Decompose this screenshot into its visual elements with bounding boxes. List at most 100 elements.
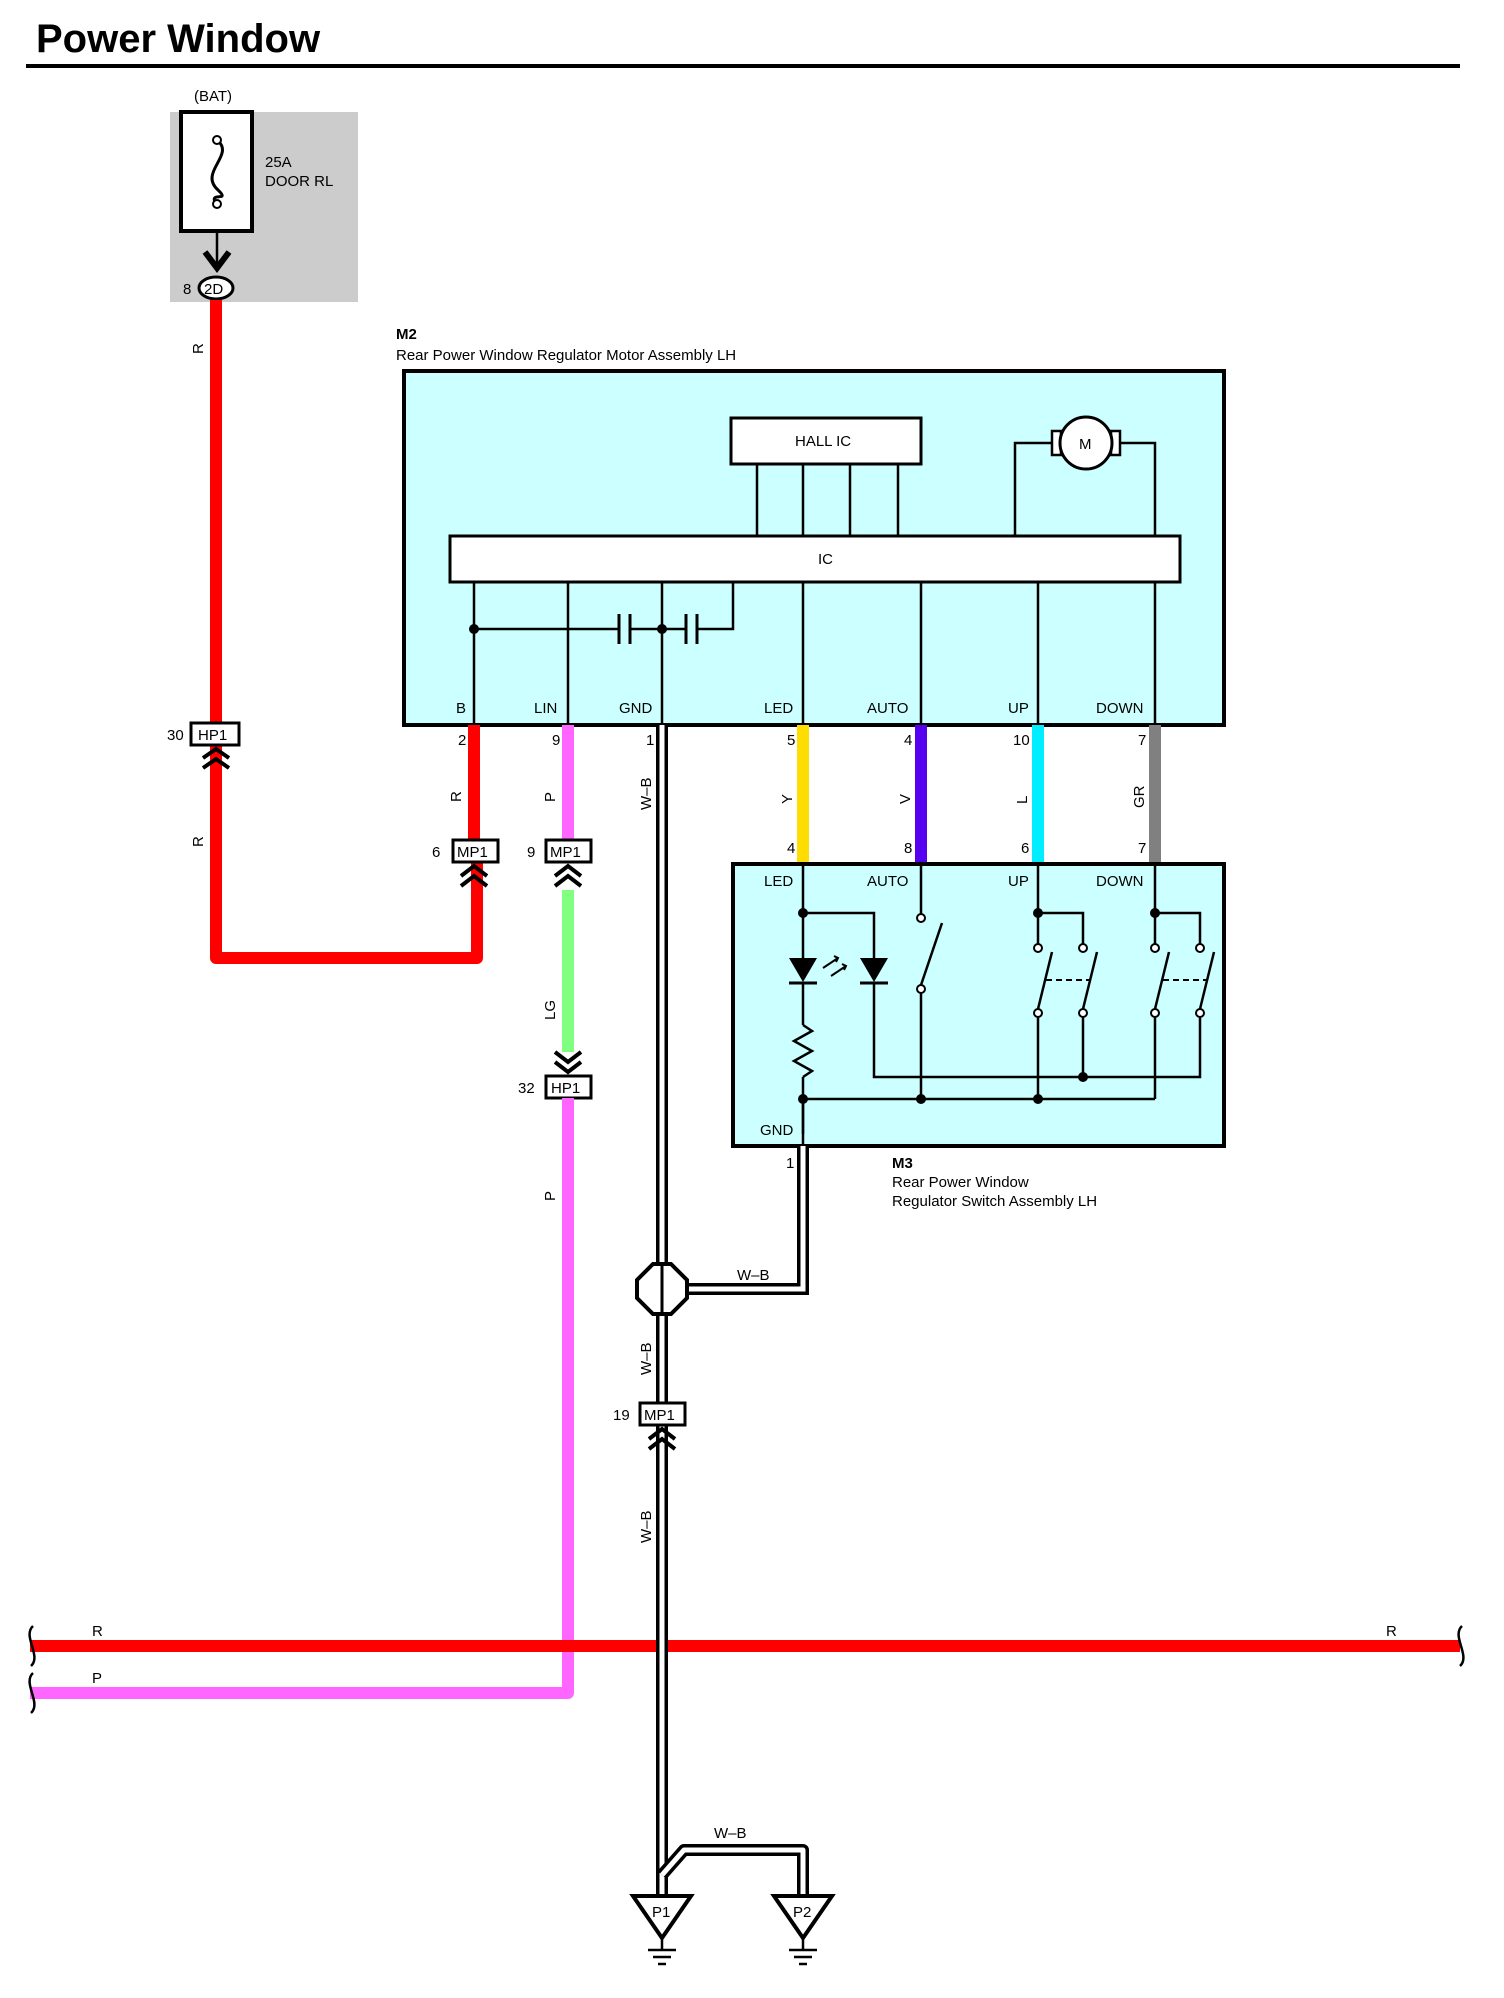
switch-icon (1198, 951, 1216, 1010)
m3-code: M3 (892, 1155, 913, 1172)
m3-terminal-led: LED (764, 873, 793, 890)
m2-name: Rear Power Window Regulator Motor Assemb… (396, 347, 736, 364)
m3-led-circuit (789, 864, 1083, 1134)
m2-pin-down: 7 (1138, 732, 1146, 749)
wire-label-wb-m3: W–B (737, 1267, 770, 1284)
connector-chevron-icon (647, 1426, 677, 1451)
wire-label-r-lower: R (190, 836, 207, 847)
connector-hp1-label: HP1 (198, 727, 227, 744)
m2-pin-b: 2 (458, 732, 466, 749)
connector-chevron-icon (459, 863, 489, 888)
connector-mp1-19-pin: 19 (613, 1407, 630, 1424)
ground-p1: P1 (629, 1894, 695, 1966)
switch-icon (1036, 951, 1054, 1010)
ground-p2-label: P2 (793, 1904, 811, 1921)
hall-ic-label: HALL IC (795, 433, 851, 450)
wire-label-y: Y (779, 794, 796, 804)
m3-name-line2: Regulator Switch Assembly LH (892, 1193, 1097, 1210)
resistor-icon (791, 1023, 815, 1079)
switch-icon (1153, 951, 1171, 1010)
m3-name-line1: Rear Power Window (892, 1174, 1029, 1191)
wires-m2-m3: Y V L GR (779, 725, 1161, 864)
m3-pin-up: 6 (1021, 840, 1029, 857)
connector-hp1-32-label: HP1 (551, 1080, 580, 1097)
m3-box (731, 862, 1226, 1148)
wire-label-p-lin: P (542, 792, 559, 802)
wire-red-loop (210, 300, 483, 964)
m3-down-switch (1083, 864, 1216, 1099)
m2-terminal-gnd: GND (619, 700, 653, 717)
motor-icon: M (1013, 415, 1157, 536)
fuse-name: DOOR RL (265, 173, 333, 190)
m2-pin-led: 5 (787, 732, 795, 749)
wire-label-v: V (897, 794, 914, 804)
m3-terminal-down: DOWN (1096, 873, 1144, 890)
m2-terminal-b: B (456, 700, 466, 717)
fuse-output-arrow (202, 250, 232, 273)
connector-chevron-icon (201, 746, 231, 770)
break-icon (28, 1625, 36, 1667)
m3-gnd-label: GND (760, 1122, 794, 1139)
ground-icon (770, 1894, 836, 1942)
bus-label-p: P (92, 1670, 102, 1687)
component-m3: 4 8 6 7 LED AUTO UP DOWN (731, 840, 1226, 1210)
wire-label-wb-ground: W–B (714, 1825, 747, 1842)
m3-pin-down: 7 (1138, 840, 1146, 857)
m2-pin-lin: 9 (552, 732, 560, 749)
m2-pin-auto: 4 (904, 732, 912, 749)
fuse-terminal-bottom (212, 199, 222, 209)
connector-hp1-30: HP1 30 (167, 721, 241, 770)
ground-p1-label: P1 (652, 1904, 670, 1921)
wire-label-r-battery: R (190, 343, 207, 354)
connector-mp1-6-label: MP1 (457, 844, 488, 861)
bus-lines: R R P (28, 1623, 1465, 1714)
wire-label-lg: LG (542, 1000, 559, 1020)
fuse-terminal-top (212, 135, 222, 145)
wire-lin: P MP1 9 LG HP1 32 P (30, 725, 593, 1699)
m3-up-switch (1033, 864, 1099, 1099)
connector-2d-label: 2D (204, 281, 223, 298)
wire-label-r-b: R (448, 791, 465, 802)
connector-chevron-icon (553, 863, 583, 888)
ic-block (448, 534, 1182, 584)
break-icon (1457, 1625, 1465, 1667)
m2-terminal-down: DOWN (1096, 700, 1144, 717)
fuse-box: (BAT) 25A DOOR RL 2D 8 (170, 88, 358, 302)
component-m2: M2 Rear Power Window Regulator Motor Ass… (396, 326, 1226, 749)
bus-label-r-right: R (1386, 1623, 1397, 1640)
wire-label-p-lower: P (542, 1191, 559, 1201)
ground-p2: P2 (770, 1894, 836, 1966)
connector-mp1-9 (544, 838, 593, 864)
wire-label-gr: GR (1131, 785, 1148, 808)
wire-label-wb-gnd: W–B (638, 777, 655, 810)
m3-gnd-pin: 1 (786, 1155, 794, 1172)
connector-2d (197, 275, 235, 301)
bus-label-r-left: R (92, 1623, 103, 1640)
connector-hp1-pin: 30 (167, 727, 184, 744)
fuse-icon (210, 138, 224, 206)
wire-battery-r: R R (190, 300, 483, 964)
hall-ic-block (729, 416, 923, 466)
connector-mp1-9-label: MP1 (550, 844, 581, 861)
wire-ground-branch: W–B (657, 1825, 809, 1896)
connector-mp1-19-label: MP1 (644, 1407, 675, 1424)
break-icon (28, 1672, 36, 1714)
m2-code: M2 (396, 326, 417, 343)
capacitor-network (469, 582, 735, 644)
wire-m3-gnd: W–B (662, 1146, 809, 1295)
m2-pin-up: 10 (1013, 732, 1030, 749)
battery-label: (BAT) (194, 88, 232, 105)
m3-auto-switch (916, 864, 944, 1099)
m2-terminal-led: LED (764, 700, 793, 717)
diode-icon (860, 958, 888, 982)
m2-pin-gnd: 1 (646, 732, 654, 749)
m2-terminal-up: UP (1008, 700, 1029, 717)
connector-hp1-body (189, 721, 241, 747)
m2-terminal-auto: AUTO (867, 700, 908, 717)
connector-mp1-6 (451, 838, 500, 864)
connector-mp1-6-pin: 6 (432, 844, 440, 861)
wire-pink-lower (30, 1098, 574, 1699)
connector-2d-pin: 8 (183, 281, 191, 298)
connector-mp1-9-pin: 9 (527, 844, 535, 861)
